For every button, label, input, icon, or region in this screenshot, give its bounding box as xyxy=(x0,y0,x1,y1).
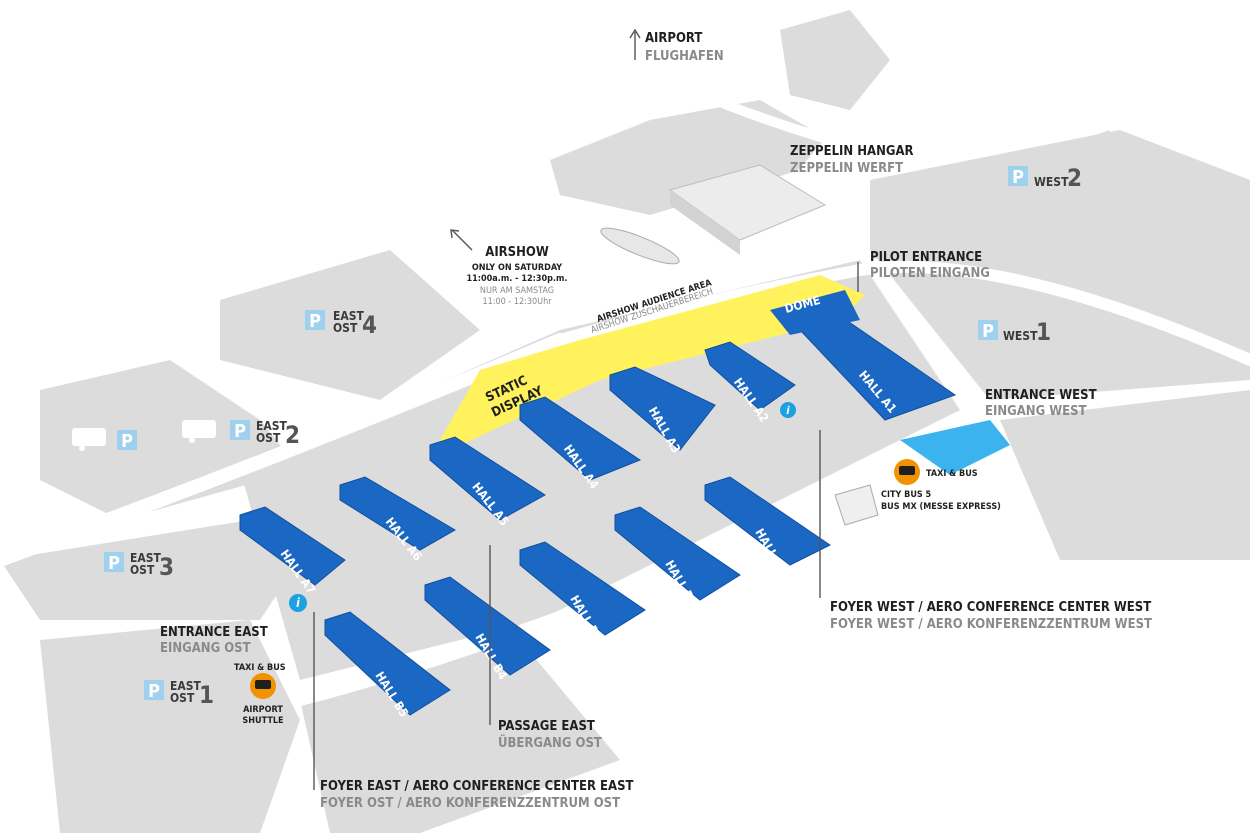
airshow-arrow xyxy=(451,229,473,251)
entrance-east-label-de: EINGANG OST xyxy=(160,641,251,656)
water-pond xyxy=(900,420,1010,475)
foyer-east-label: FOYER EAST / AERO CONFERENCE CENTER EAST xyxy=(320,779,634,794)
west-ground xyxy=(870,130,1250,400)
airshow-label: AIRSHOW xyxy=(485,245,549,260)
east3-ground xyxy=(0,520,300,620)
east1-ground xyxy=(40,620,300,833)
east2-ground xyxy=(40,360,300,520)
svg-text:i: i xyxy=(786,404,790,417)
parking-west-1[interactable]: P WEST 1 xyxy=(978,318,1051,346)
road-west xyxy=(854,260,1250,366)
taxi-bus-west-label: TAXI & BUS xyxy=(926,469,978,479)
svg-text:EAST: EAST xyxy=(170,679,202,693)
svg-text:P: P xyxy=(982,321,994,342)
svg-text:3: 3 xyxy=(159,553,174,581)
road-south xyxy=(294,454,966,706)
svg-text:EAST: EAST xyxy=(130,551,162,565)
entrance-west-label: ENTRANCE WEST xyxy=(985,388,1097,403)
svg-text:P: P xyxy=(121,431,133,452)
svg-text:P: P xyxy=(1012,167,1024,188)
svg-text:NUR AM SAMSTAG: NUR AM SAMSTAG xyxy=(480,286,554,296)
static-display-area xyxy=(440,275,865,450)
parking-east-3[interactable]: P EAST OST 3 xyxy=(104,551,174,581)
camper-icon-1 xyxy=(72,428,106,451)
parking-west-2[interactable]: P WEST 2 xyxy=(1008,164,1082,192)
passage-east-label: PASSAGE EAST xyxy=(498,719,595,734)
svg-text:ONLY ON SATURDAY: ONLY ON SATURDAY xyxy=(472,263,562,273)
hall-roof xyxy=(519,396,642,481)
hall-roof xyxy=(339,476,456,551)
svg-text:OST: OST xyxy=(256,431,281,445)
svg-text:P: P xyxy=(148,681,160,702)
zeppelin-hangar xyxy=(600,164,827,265)
bus-mx-label: BUS MX (MESSE EXPRESS) xyxy=(881,502,1001,512)
zeppelin-airship xyxy=(600,227,680,265)
foyer-east-label-de: FOYER OST / AERO KONFERENZZENTRUM OST xyxy=(320,796,620,811)
foyer-west-label-de: FOYER WEST / AERO KONFERENZZENTRUM WEST xyxy=(830,617,1152,632)
south-ground xyxy=(300,640,620,833)
svg-text:P: P xyxy=(108,553,120,574)
airport-label-de: FLUGHAFEN xyxy=(645,49,724,64)
pilot-entrance-label: PILOT ENTRANCE xyxy=(870,250,982,265)
parking-east-4[interactable]: P EAST OST 4 xyxy=(305,309,377,339)
info-icon-west[interactable]: i xyxy=(780,402,796,418)
west2-ground xyxy=(960,130,1110,240)
camper-icon-2 xyxy=(182,420,216,443)
svg-text:1: 1 xyxy=(199,681,214,709)
hall-roof xyxy=(704,476,831,566)
bus-icon-west xyxy=(894,459,920,485)
hall-roof xyxy=(239,506,346,586)
svg-text:EAST: EAST xyxy=(333,309,365,323)
parking-camper[interactable]: P xyxy=(117,430,137,452)
parking-east-2[interactable]: P EAST OST 2 xyxy=(230,419,300,449)
bus-building xyxy=(834,484,879,526)
pilot-entrance-label-de: PILOTEN EINGANG xyxy=(870,266,990,281)
hall-roof xyxy=(704,341,796,411)
road-northwest xyxy=(896,56,1124,124)
svg-text:EAST: EAST xyxy=(256,419,288,433)
north-ground xyxy=(780,10,890,110)
svg-text:OST: OST xyxy=(170,691,195,705)
zeppelin-ground xyxy=(550,100,830,215)
svg-text:WEST: WEST xyxy=(1034,175,1069,189)
svg-text:P: P xyxy=(234,421,246,442)
svg-text:2: 2 xyxy=(1067,164,1082,192)
entrance-west-label-de: EINGANG WEST xyxy=(985,404,1087,419)
svg-text:SHUTTLE: SHUTTLE xyxy=(242,716,283,726)
hall-roof xyxy=(424,576,551,676)
airport-label: AIRPORT xyxy=(645,31,702,46)
hall-roof xyxy=(519,541,646,636)
svg-text:OST: OST xyxy=(333,321,358,335)
svg-text:4: 4 xyxy=(362,311,377,339)
svg-text:2: 2 xyxy=(285,421,300,449)
info-icon-east[interactable]: i xyxy=(289,594,307,612)
hall-roof xyxy=(429,436,546,521)
svg-text:11:00 - 12:30Uhr: 11:00 - 12:30Uhr xyxy=(482,297,552,307)
hall-roof xyxy=(324,611,451,716)
svg-text:P: P xyxy=(309,311,321,332)
hall-roof xyxy=(609,366,716,451)
foyer-west-label: FOYER WEST / AERO CONFERENCE CENTER WEST xyxy=(830,600,1151,615)
east4-ground xyxy=(220,250,480,400)
airport-shuttle-label: AIRPORT xyxy=(243,705,283,715)
svg-text:OST: OST xyxy=(130,563,155,577)
city-bus-label: CITY BUS 5 xyxy=(881,490,932,500)
hall-roof xyxy=(614,506,741,601)
zeppelin-label-de: ZEPPELIN WERFT xyxy=(790,161,903,176)
passage-east-label-de: ÜBERGANG OST xyxy=(498,735,602,751)
leader-lines xyxy=(313,28,859,790)
parking-east-1[interactable]: P EAST OST 1 xyxy=(144,679,214,709)
zeppelin-label: ZEPPELIN HANGAR xyxy=(790,144,914,159)
svg-text:i: i xyxy=(296,596,300,610)
svg-text:1: 1 xyxy=(1036,318,1051,346)
entrance-east-label: ENTRANCE EAST xyxy=(160,625,268,640)
taxi-bus-east-label: TAXI & BUS xyxy=(234,663,286,673)
svg-text:11:00a.m. - 12:30p.m.: 11:00a.m. - 12:30p.m. xyxy=(467,274,568,284)
west-lower-ground xyxy=(1000,390,1250,560)
svg-text:WEST: WEST xyxy=(1003,329,1038,343)
bus-icon-east xyxy=(250,673,276,699)
